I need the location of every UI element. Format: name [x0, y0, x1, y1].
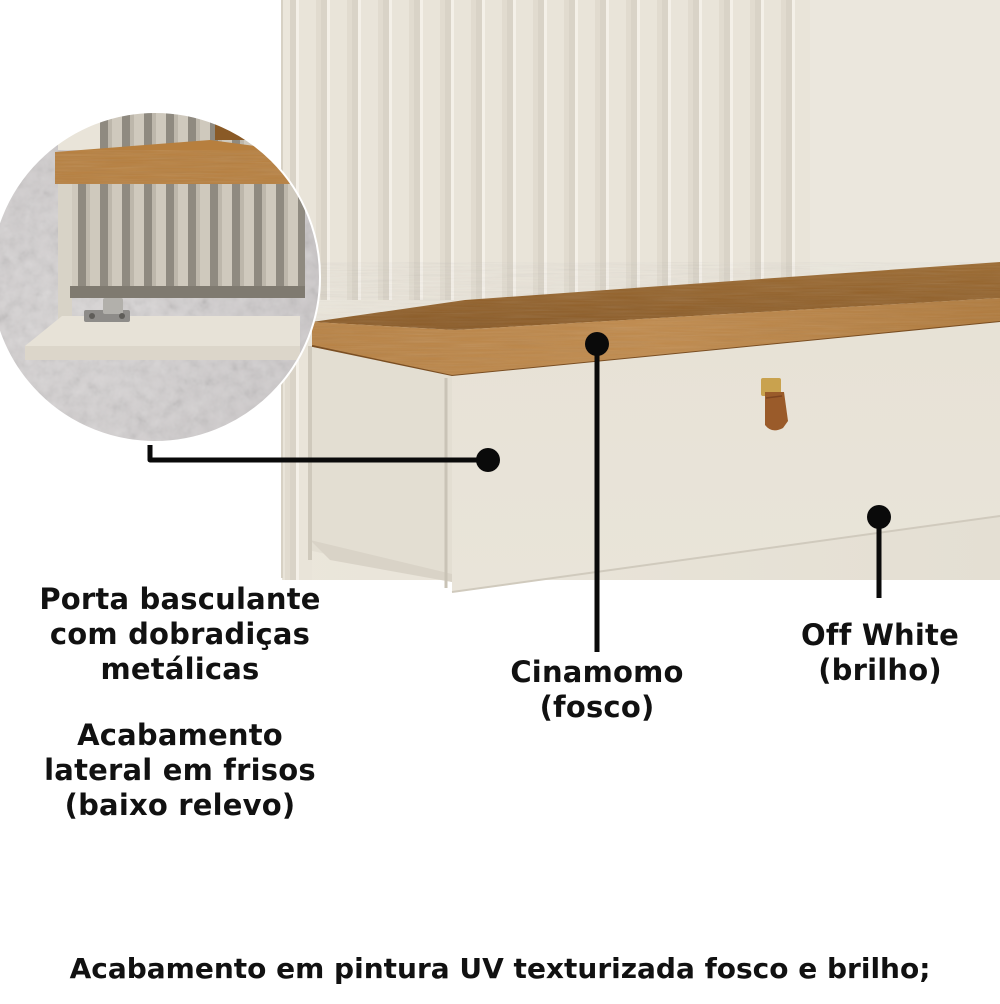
- callout-side-line-3: (baixo relevo): [64, 788, 296, 822]
- hinge-icon: [84, 298, 130, 322]
- callout-side-line-1: Acabamento: [77, 718, 283, 752]
- finish-description: Acabamento em pintura UV texturizada fos…: [69, 952, 931, 985]
- callout-offwhite-line-2: (brilho): [818, 653, 942, 687]
- callout-cinamomo-line-1: Cinamomo: [510, 655, 684, 689]
- detail-circle-border: [0, 111, 321, 443]
- callout-door-line-2: com dobradiças: [49, 617, 311, 651]
- detail-zoom-circle: [0, 112, 320, 442]
- leather-handle-icon: [761, 378, 788, 431]
- callout-offwhite-line-1: Off White: [801, 618, 959, 652]
- callout-door-label: Porta basculante com dobradiças metálica…: [20, 582, 340, 687]
- cinamomo-top-shelf: [311, 262, 1000, 378]
- callout-cinamomo-line-2: (fosco): [539, 690, 655, 724]
- off-white-cabinet: [308, 322, 1000, 593]
- callout-door-line-3: metálicas: [100, 652, 260, 686]
- callout-offwhite-label: Off White (brilho): [775, 618, 985, 688]
- callout-cinamomo-line: [585, 332, 609, 652]
- callout-side-line-2: lateral em frisos: [44, 753, 316, 787]
- callout-offwhite-line: [867, 505, 891, 598]
- callout-door-line-1: Porta basculante: [39, 582, 321, 616]
- callout-cinamomo-label: Cinamomo (fosco): [477, 655, 717, 725]
- callout-side-finish-label: Acabamento lateral em frisos (baixo rele…: [20, 718, 340, 823]
- callout-door-line: [147, 445, 500, 472]
